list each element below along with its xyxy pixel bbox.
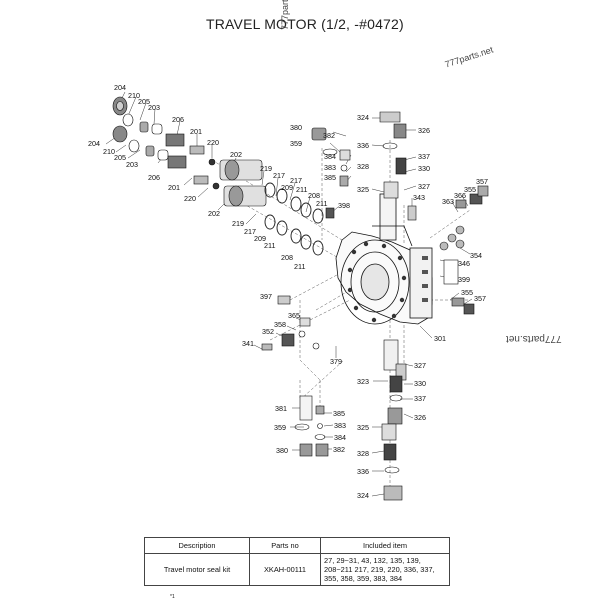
callout-211: 211 xyxy=(296,185,307,194)
callout-202b: 202 xyxy=(208,209,220,218)
callout-202: 202 xyxy=(230,150,242,159)
callout-359b: 359 xyxy=(274,423,286,432)
callout-337: 337 xyxy=(418,152,430,161)
callout-203b: 203 xyxy=(126,160,138,169)
callout-209b: 209 xyxy=(254,234,266,243)
callout-379: 379 xyxy=(330,357,342,366)
callout-382b: 382 xyxy=(333,445,345,454)
col-description: Description xyxy=(144,537,250,554)
callout-330b: 330 xyxy=(414,379,426,388)
callout-365: 365 xyxy=(288,311,300,320)
callout-211c: 211 xyxy=(264,241,275,250)
callout-204b: 204 xyxy=(88,139,100,148)
cell-included-item: 27, 29~31, 43, 132, 135, 139, 208~211 21… xyxy=(320,553,450,586)
callout-205b: 205 xyxy=(114,153,126,162)
part-callouts: 204 210 205 203 206 201 220 202 204 210 … xyxy=(88,83,488,500)
callout-366: 366 xyxy=(454,191,466,200)
table-header-row: Description Parts no Included item xyxy=(144,537,450,554)
callout-383: 383 xyxy=(324,163,336,172)
callout-355b: 355 xyxy=(461,288,473,297)
callout-337b: 337 xyxy=(414,394,426,403)
callout-326b: 326 xyxy=(414,413,426,422)
seal-kit-table: Description Parts no Included item Trave… xyxy=(144,537,450,586)
callout-399: 399 xyxy=(458,275,470,284)
housing-301 xyxy=(335,193,433,325)
callout-363: 363 xyxy=(442,197,454,206)
callout-357b: 357 xyxy=(474,294,486,303)
callout-380: 380 xyxy=(290,123,302,132)
callout-398: 398 xyxy=(338,201,350,210)
spool-parts-left xyxy=(112,96,335,256)
diagram-title: TRAVEL MOTOR (1/2, -#0472) xyxy=(206,16,404,32)
callout-328b: 328 xyxy=(357,449,369,458)
callout-352: 352 xyxy=(262,327,274,336)
callout-201b: 201 xyxy=(168,183,180,192)
callout-206: 206 xyxy=(172,115,184,124)
callout-220: 220 xyxy=(207,138,219,147)
callout-208b: 208 xyxy=(281,253,293,262)
callout-206b: 206 xyxy=(148,173,160,182)
callout-325b: 325 xyxy=(357,423,369,432)
cell-parts-no: XKAH-00111 xyxy=(249,553,321,586)
callout-217: 217 xyxy=(273,171,285,180)
callout-324: 324 xyxy=(357,113,369,122)
callout-336: 336 xyxy=(357,141,369,150)
footnote: *1 xyxy=(170,594,175,600)
callout-327b: 327 xyxy=(414,361,426,370)
col-included-item: Included item xyxy=(320,537,450,554)
callout-208: 208 xyxy=(308,191,320,200)
callout-385: 385 xyxy=(324,173,336,182)
callout-217c: 217 xyxy=(244,227,256,236)
callout-383b: 383 xyxy=(334,421,346,430)
callout-325: 325 xyxy=(357,185,369,194)
callout-328: 328 xyxy=(357,162,369,171)
callout-343: 343 xyxy=(413,193,425,202)
callout-384b: 384 xyxy=(334,433,346,442)
callout-380b: 380 xyxy=(276,446,288,455)
callout-341: 341 xyxy=(242,339,254,348)
callout-217b: 217 xyxy=(290,176,302,185)
callout-354: 354 xyxy=(470,251,482,260)
callout-323: 323 xyxy=(357,377,369,386)
valve-parts-lower xyxy=(261,295,407,501)
callout-336b: 336 xyxy=(357,467,369,476)
callout-205: 205 xyxy=(138,97,150,106)
callout-210b: 210 xyxy=(103,147,115,156)
callout-384: 384 xyxy=(324,152,336,161)
table-row: Travel motor seal kit XKAH-00111 27, 29~… xyxy=(144,553,450,586)
callout-358: 358 xyxy=(274,320,286,329)
callout-355: 355 xyxy=(464,185,476,194)
callout-346: 346 xyxy=(458,259,470,268)
callout-211d: 211 xyxy=(294,262,305,271)
valve-parts-upper xyxy=(311,111,489,315)
callout-357: 357 xyxy=(476,177,488,186)
callout-219: 219 xyxy=(260,164,272,173)
callout-220b: 220 xyxy=(184,194,196,203)
callout-381: 381 xyxy=(275,404,287,413)
cell-description: Travel motor seal kit xyxy=(144,553,250,586)
callout-209: 209 xyxy=(281,183,293,192)
callout-385b: 385 xyxy=(333,409,345,418)
callout-382: 382 xyxy=(323,131,335,140)
callout-201: 201 xyxy=(190,127,202,136)
callout-327: 327 xyxy=(418,182,430,191)
callout-359: 359 xyxy=(290,139,302,148)
callout-211b: 211 xyxy=(316,199,327,208)
callout-330: 330 xyxy=(418,164,430,173)
callout-397: 397 xyxy=(260,292,272,301)
callout-203: 203 xyxy=(148,103,160,112)
callout-204: 204 xyxy=(114,83,126,92)
col-parts-no: Parts no xyxy=(249,537,321,554)
callout-326: 326 xyxy=(418,126,430,135)
callout-219b: 219 xyxy=(232,219,244,228)
callout-301: 301 xyxy=(434,334,446,343)
callout-210: 210 xyxy=(128,91,140,100)
callout-324b: 324 xyxy=(357,491,369,500)
